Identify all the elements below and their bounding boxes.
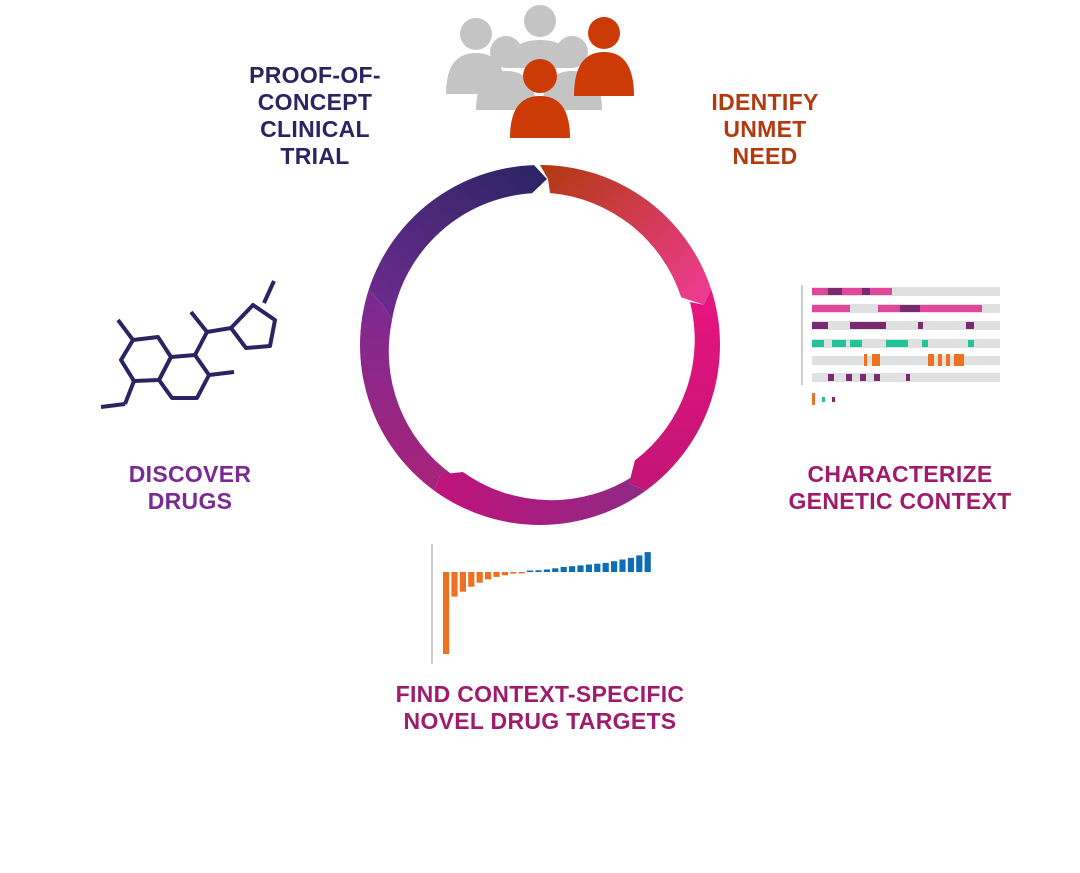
- ring-arrow-characterize-to-find: [629, 289, 720, 491]
- ring-arrow-unmet-to-characterize: [540, 165, 712, 305]
- waterfall-bar: [552, 568, 559, 572]
- label-find-drug-targets: FIND CONTEXT-SPECIFIC NOVEL DRUG TARGETS: [360, 681, 720, 735]
- waterfall-bar: [510, 572, 517, 574]
- waterfall-bar: [527, 570, 534, 572]
- waterfall-bar: [585, 564, 592, 572]
- label-discover-drugs: DISCOVER DRUGS: [90, 461, 290, 515]
- waterfall-bar: [493, 572, 500, 577]
- waterfall-bar: [594, 563, 601, 572]
- cycle-ring: [360, 165, 720, 525]
- label-identify-unmet-need: IDENTIFY UNMET NEED: [680, 89, 850, 170]
- waterfall-chart-icon: [431, 544, 651, 664]
- waterfall-bar: [468, 572, 475, 587]
- ring-arrow-discover-to-poc: [360, 289, 452, 491]
- waterfall-bar: [501, 572, 508, 576]
- waterfall-bar: [543, 569, 550, 572]
- label-line: CONCEPT: [257, 89, 373, 115]
- label-line: NOVEL DRUG TARGETS: [403, 708, 677, 734]
- label-line: PROOF-OF-: [249, 62, 381, 88]
- waterfall-bar: [644, 552, 651, 572]
- waterfall-bar: [451, 572, 458, 597]
- label-line: DISCOVER: [128, 461, 252, 487]
- label-characterize-genetic-context: CHARACTERIZE GENETIC CONTEXT: [760, 461, 1040, 515]
- waterfall-bar: [636, 555, 643, 572]
- waterfall-bar: [602, 562, 609, 572]
- waterfall-bar: [619, 559, 626, 572]
- ring-arrow-find-to-discover: [434, 472, 646, 525]
- waterfall-bar: [485, 572, 492, 580]
- waterfall-bar: [627, 557, 634, 572]
- waterfall-bar: [459, 572, 466, 592]
- waterfall-bar: [569, 566, 576, 572]
- label-line: IDENTIFY: [711, 89, 819, 115]
- label-line: CHARACTERIZE: [807, 461, 993, 487]
- waterfall-bar: [443, 572, 450, 654]
- label-proof-of-concept: PROOF-OF- CONCEPT CLINICAL TRIAL: [230, 62, 400, 170]
- label-line: TRIAL: [280, 143, 350, 169]
- waterfall-bar: [476, 572, 483, 583]
- label-line: GENETIC CONTEXT: [788, 488, 1012, 514]
- waterfall-bar: [518, 572, 525, 574]
- label-line: CLINICAL: [260, 116, 370, 142]
- label-line: FIND CONTEXT-SPECIFIC: [395, 681, 685, 707]
- label-line: DRUGS: [147, 488, 233, 514]
- label-line: NEED: [732, 143, 798, 169]
- waterfall-bar: [535, 570, 542, 572]
- waterfall-bars: [443, 552, 651, 654]
- genetic-track-icon: [801, 285, 1000, 405]
- label-line: UNMET: [723, 116, 807, 142]
- waterfall-bar: [560, 567, 567, 572]
- molecule-icon: [100, 280, 277, 409]
- waterfall-bar: [577, 565, 584, 572]
- waterfall-bar: [611, 561, 618, 572]
- ring-arrow-poc-to-unmet: [368, 165, 547, 320]
- people-group-icon: [446, 5, 634, 138]
